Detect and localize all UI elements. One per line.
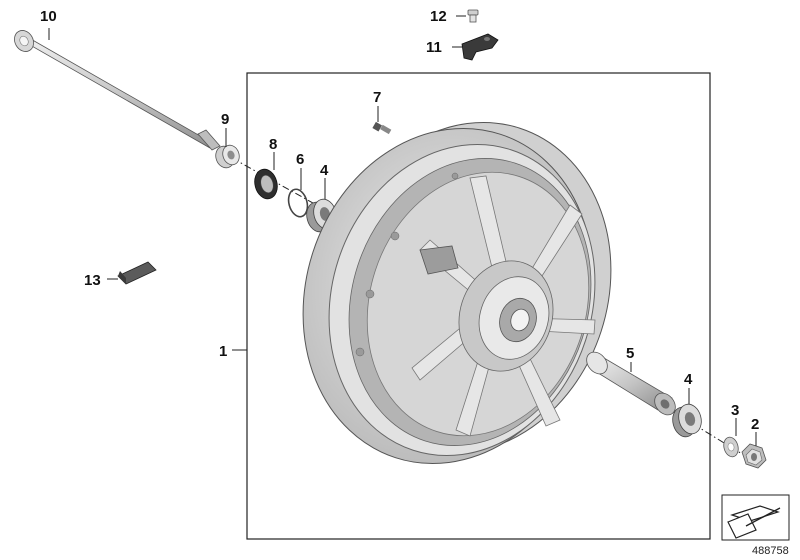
callout-12: 12 [430, 8, 447, 25]
callout-1: 1 [219, 343, 227, 360]
callout-3: 3 [731, 402, 739, 419]
nut-part-2 [741, 443, 767, 469]
axle-part [14, 30, 221, 151]
shaft-seal-part-8 [254, 168, 278, 200]
screw-part-12 [467, 9, 479, 23]
callout-2: 2 [751, 416, 759, 433]
assembly-arrow-icon [721, 494, 790, 541]
wheel-part-1 [302, 121, 612, 465]
spacer-part-9 [215, 144, 240, 169]
callout-7: 7 [373, 89, 381, 106]
bracket-part-11 [461, 33, 499, 61]
callout-13: 13 [84, 272, 101, 289]
spacer-sleeve-part-5 [586, 351, 676, 416]
bearing-part-4-right [672, 403, 702, 438]
assembly-frame [246, 72, 711, 540]
callout-4-right: 4 [684, 371, 693, 388]
callout-6: 6 [296, 151, 304, 168]
valve-part-7 [372, 121, 392, 135]
balance-weight-part-13 [117, 261, 157, 285]
callout-10: 10 [40, 8, 57, 25]
document-number: 488758 [752, 545, 789, 557]
callout-11: 11 [426, 39, 442, 56]
callout-9: 9 [221, 111, 229, 128]
callout-5: 5 [626, 345, 634, 362]
circlip-part-6 [287, 188, 309, 218]
leader-lines [48, 15, 757, 446]
callout-8: 8 [269, 136, 277, 153]
washer-part-3 [723, 436, 739, 458]
callout-4-left: 4 [320, 162, 329, 179]
